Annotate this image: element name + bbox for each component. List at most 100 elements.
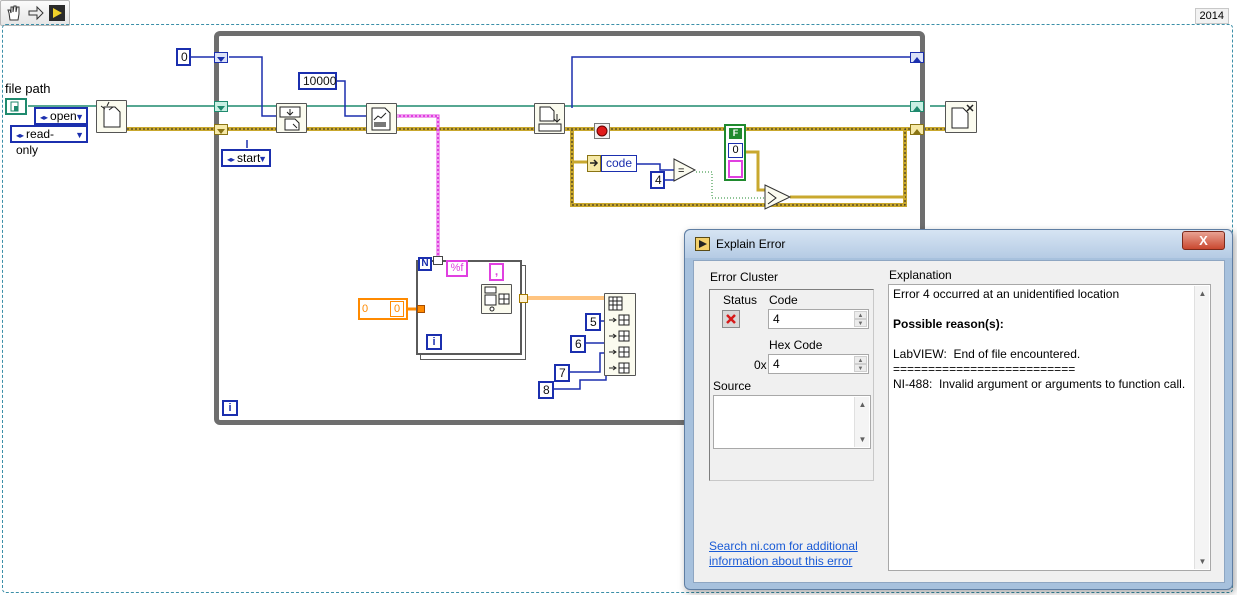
help-link-line1[interactable]: Search ni.com for additional xyxy=(709,539,858,553)
code-label: Code xyxy=(769,293,798,307)
chevron-down-icon: ▼ xyxy=(75,130,84,140)
dialog-body: Error Cluster Status Code 4 ▲▼ Hex Code … xyxy=(693,260,1225,583)
timeout-constant[interactable]: 10000 xyxy=(298,72,337,90)
help-link[interactable]: Search ni.com for additional information… xyxy=(709,539,858,569)
unbundle-code-element[interactable]: code xyxy=(601,155,637,172)
error-cluster-control: Status Code 4 ▲▼ Hex Code 0x 4 ▲▼ Source… xyxy=(709,289,874,481)
hand-tool-icon[interactable] xyxy=(5,4,23,22)
toolbar xyxy=(0,0,70,26)
ring-selector-icon: ◂▸ xyxy=(227,155,236,164)
index-8-constant[interactable]: 8 xyxy=(538,381,554,399)
cluster-int-constant[interactable]: 0 xyxy=(728,143,743,158)
tunnel-in-error[interactable] xyxy=(214,124,228,135)
array-to-spreadsheet-function[interactable] xyxy=(481,284,512,314)
hex-code-label: Hex Code xyxy=(769,338,823,352)
tunnel-in-refnum[interactable] xyxy=(214,101,228,112)
position-mode-ring[interactable]: ◂▸start▼ xyxy=(221,149,271,167)
version-label: 2014 xyxy=(1194,8,1229,24)
code-field[interactable]: 4 ▲▼ xyxy=(768,309,869,329)
format-string-constant[interactable]: %f xyxy=(446,260,468,277)
close-button[interactable]: X xyxy=(1182,231,1225,250)
read-text-file-function[interactable] xyxy=(366,103,397,134)
source-scrollbar[interactable]: ▲▼ xyxy=(854,397,869,447)
cluster-string-constant[interactable] xyxy=(728,160,743,178)
error-wire xyxy=(571,128,945,206)
error-cluster-label: Error Cluster xyxy=(710,270,779,284)
open-file-function[interactable] xyxy=(96,100,127,133)
tunnel-out-error[interactable] xyxy=(910,124,924,135)
spin-up-icon: ▲ xyxy=(854,311,867,319)
ring-selector-icon: ◂▸ xyxy=(16,131,25,140)
array-index-display[interactable]: 0 xyxy=(362,303,369,315)
boolean-false-constant[interactable]: F xyxy=(729,128,742,139)
for-loop-index: i xyxy=(426,334,442,350)
output-tunnel[interactable] xyxy=(519,294,528,303)
int-wire xyxy=(636,163,674,171)
chevron-down-icon: ▼ xyxy=(258,154,267,164)
close-file-icon xyxy=(951,104,974,129)
error-wire xyxy=(745,150,770,192)
dialog-titlebar[interactable]: Explain Error X xyxy=(685,230,1232,258)
tunnel-in-int[interactable] xyxy=(214,52,228,63)
string-wire xyxy=(397,115,439,261)
index-6-constant[interactable]: 6 xyxy=(570,335,586,353)
spin-down-icon: ▼ xyxy=(854,319,867,327)
spin-down-icon: ▼ xyxy=(854,364,867,372)
int-wire xyxy=(570,352,606,373)
hex-spinner[interactable]: ▲▼ xyxy=(854,356,867,372)
explain-error-dialog: Explain Error X Error Cluster Status Cod… xyxy=(684,229,1233,590)
equal-sign-icon: = xyxy=(678,165,684,177)
labview-app-icon xyxy=(695,237,710,251)
index-7-constant[interactable]: 7 xyxy=(554,364,570,382)
file-path-control[interactable] xyxy=(5,98,27,115)
for-loop-count: N xyxy=(418,257,432,271)
access-mode-ring[interactable]: ◂▸read-only▼ xyxy=(10,125,88,157)
select-function[interactable] xyxy=(764,184,792,210)
hex-code-field[interactable]: 4 ▲▼ xyxy=(768,354,869,374)
explanation-line: ========================== xyxy=(893,362,1076,376)
tunnel-out-refnum[interactable] xyxy=(910,101,924,112)
tunnel-out-int[interactable] xyxy=(910,52,924,63)
chevron-down-icon: ▼ xyxy=(75,112,84,122)
explanation-line: Error 4 occurred at an unidentified loca… xyxy=(893,287,1120,301)
array-constant[interactable]: 0 0 xyxy=(358,298,408,320)
explanation-scrollbar[interactable]: ▲▼ xyxy=(1194,286,1209,569)
equal-function[interactable]: = xyxy=(673,158,697,182)
open-mode-ring[interactable]: ◂▸open▼ xyxy=(34,107,88,125)
zero-constant[interactable]: 0 xyxy=(176,48,191,66)
auto-index-tunnel[interactable] xyxy=(417,305,425,313)
status-indicator[interactable] xyxy=(722,310,740,328)
array-element[interactable]: 0 xyxy=(390,301,404,317)
code-spinner[interactable]: ▲▼ xyxy=(854,311,867,327)
close-file-function[interactable] xyxy=(945,101,977,133)
scroll-down-icon: ▼ xyxy=(1198,557,1207,566)
unbundle-arrow xyxy=(587,155,601,172)
explanation-textbox[interactable]: Error 4 occurred at an unidentified loca… xyxy=(888,284,1211,571)
set-file-position-function[interactable] xyxy=(276,103,307,133)
cluster-constant[interactable]: F 0 xyxy=(724,124,746,181)
dialog-title: Explain Error xyxy=(716,237,786,251)
index-array-function[interactable] xyxy=(604,293,636,376)
file-position-icon xyxy=(538,106,562,132)
file-path-icon xyxy=(10,101,19,112)
explanation-line: Possible reason(s): xyxy=(893,317,1004,331)
delimiter-constant[interactable]: , xyxy=(489,263,504,281)
get-file-position-function[interactable] xyxy=(534,103,565,134)
shift-register-tunnel[interactable] xyxy=(433,256,443,265)
int-wire xyxy=(553,369,607,390)
scroll-up-icon: ▲ xyxy=(1198,289,1207,298)
stop-icon xyxy=(596,125,608,137)
explanation-line: LabVIEW: End of file encountered. xyxy=(893,347,1081,361)
source-label: Source xyxy=(713,379,752,393)
while-loop[interactable] xyxy=(214,31,925,425)
run-icon[interactable] xyxy=(48,4,66,22)
arrow-icon[interactable] xyxy=(27,4,45,22)
compare-constant[interactable]: 4 xyxy=(650,171,665,189)
open-file-icon xyxy=(100,101,121,128)
stop-indicator[interactable] xyxy=(594,123,610,139)
help-link-line2[interactable]: information about this error xyxy=(709,554,853,568)
read-file-icon xyxy=(371,107,391,131)
source-field[interactable]: ▲▼ xyxy=(713,395,871,449)
arrow-right-icon xyxy=(590,159,599,167)
index-5-constant[interactable]: 5 xyxy=(585,313,601,331)
